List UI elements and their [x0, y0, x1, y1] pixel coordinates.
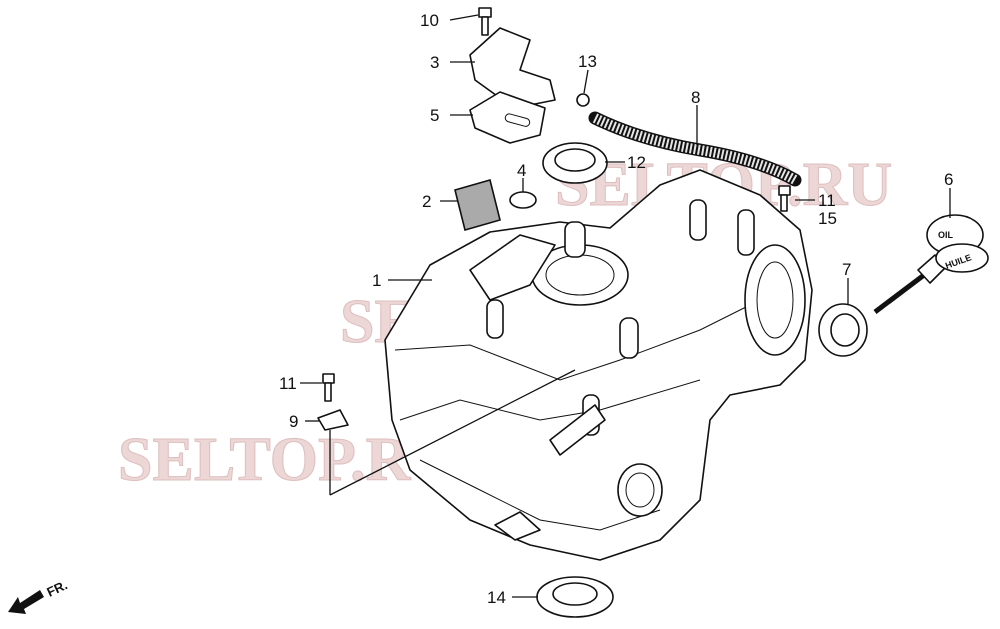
- bearing-part-14: [536, 576, 614, 618]
- breather-cover-part-3: [469, 27, 556, 106]
- clamp-part-13: [576, 93, 590, 107]
- callout-3: 3: [430, 53, 439, 72]
- callout-8: 8: [691, 88, 700, 107]
- callout-11: 11: [818, 191, 836, 210]
- callout-14: 14: [487, 588, 506, 607]
- callout-9: 9: [289, 412, 298, 431]
- callout-10: 10: [420, 11, 439, 30]
- callout-11-lower: 11: [279, 374, 297, 393]
- callout-1: 1: [372, 271, 381, 290]
- breather-tube-part-8: [588, 111, 802, 187]
- front-direction-arrow-icon: [8, 590, 44, 614]
- callout-13: 13: [578, 52, 597, 71]
- callout-2: 2: [422, 192, 431, 211]
- callout-12: 12: [627, 153, 646, 172]
- plug-part-4: [509, 191, 537, 209]
- clip-part-9: [317, 409, 349, 431]
- callout-6: 6: [944, 170, 953, 189]
- crankcase-part-1: [384, 169, 813, 561]
- front-direction-label: FR.: [44, 577, 69, 599]
- bolt-part-11: [778, 185, 791, 212]
- dipstick-part-6: OIL HUILE: [873, 214, 989, 314]
- callout-5: 5: [430, 106, 439, 125]
- callout-4: 4: [517, 161, 526, 180]
- oil-seal-part-7: [818, 303, 868, 357]
- gasket-part-5: [469, 91, 546, 144]
- callout-15: 15: [818, 209, 837, 228]
- leader-lines: [300, 14, 951, 598]
- filter-part-2: [454, 179, 501, 231]
- bolt-part-11-lower: [322, 373, 335, 402]
- bolt-part-10: [478, 7, 492, 36]
- oil-seal-part-12: [542, 142, 608, 184]
- callout-7: 7: [842, 260, 851, 279]
- cap-text-oil: OIL: [938, 230, 954, 240]
